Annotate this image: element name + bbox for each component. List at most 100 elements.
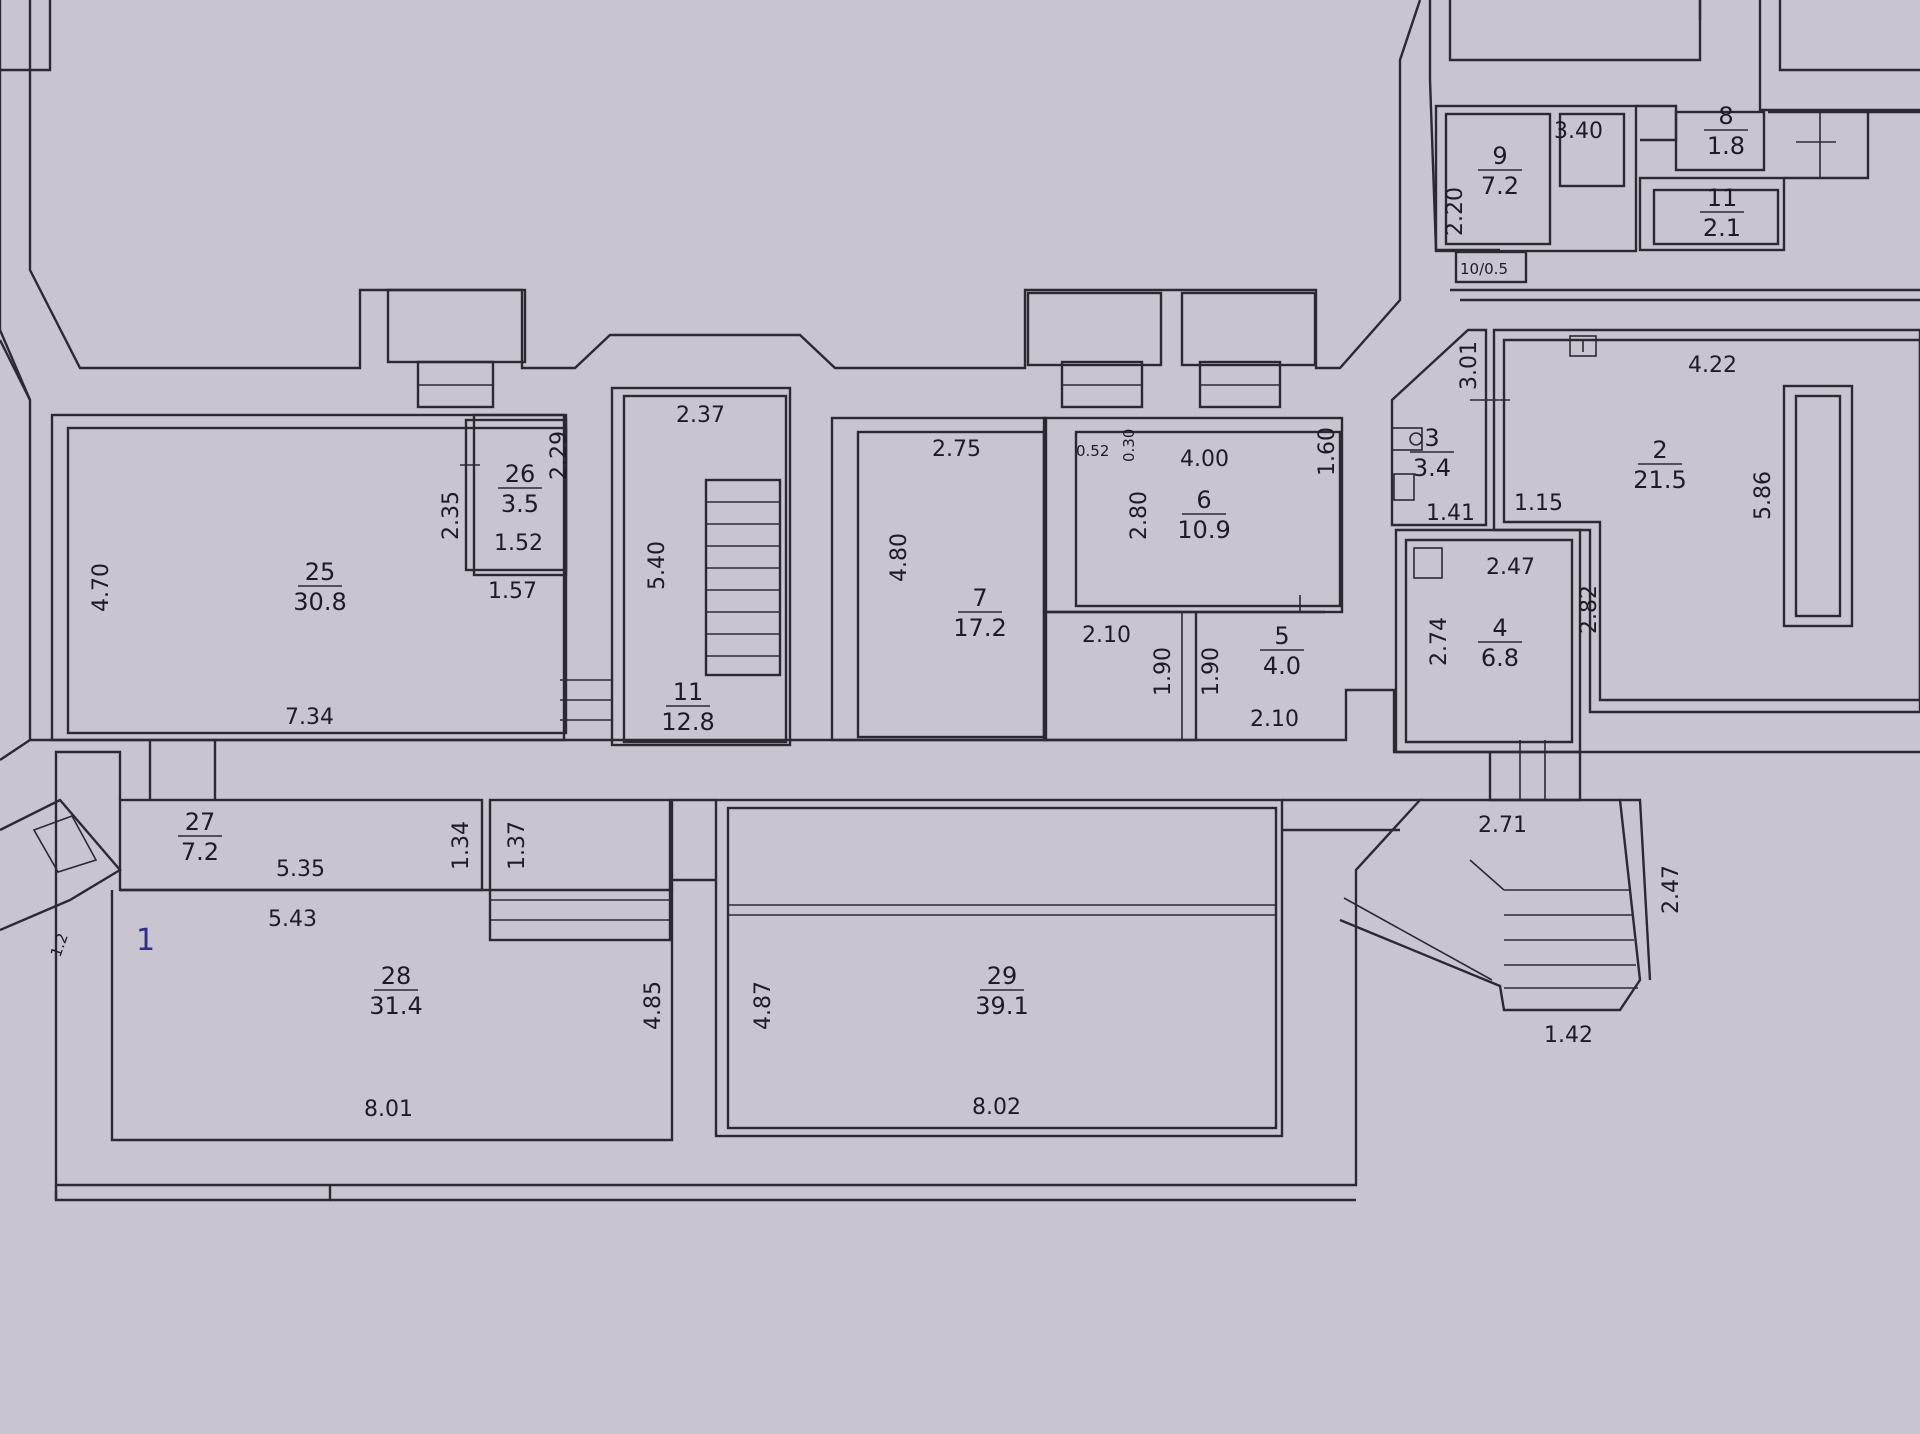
dim-1-90-b: 1.90 <box>1199 647 1224 696</box>
dim-2-10-a: 2.10 <box>1082 623 1131 648</box>
dim-1-52: 1.52 <box>494 531 543 556</box>
dim-8-02: 8.02 <box>972 1095 1021 1120</box>
dim-4-22: 4.22 <box>1688 353 1737 378</box>
room-2-label: 221.5 <box>1633 436 1686 494</box>
dim-1-42: 1.42 <box>1544 1023 1593 1048</box>
room-area: 1.8 <box>1707 132 1745 160</box>
dim-4-80: 4.80 <box>887 533 912 582</box>
dim-5-43: 5.43 <box>268 907 317 932</box>
dim-5-86: 5.86 <box>1751 471 1776 520</box>
room-area: 3.4 <box>1413 454 1451 482</box>
room-area: 39.1 <box>975 992 1028 1020</box>
shower-icon <box>1413 547 1443 579</box>
dim-2-82: 2.82 <box>1577 585 1602 634</box>
dim-2-37: 2.37 <box>676 403 725 428</box>
dim-1-34: 1.34 <box>449 821 474 870</box>
dim-4-70: 4.70 <box>89 563 114 612</box>
dimension-labels: 4.70 7.34 2.35 2.29 1.52 1.57 2.37 5.40 … <box>47 119 1776 1122</box>
dim-0-30: 0.30 <box>1120 429 1138 462</box>
room-walls <box>30 328 1920 802</box>
dim-1-90-a: 1.90 <box>1151 647 1176 696</box>
left-entrance <box>0 798 122 932</box>
room-labels: 2530.8263.51112.8717.2610.954.046.833.42… <box>178 102 1748 1020</box>
dim-2-75: 2.75 <box>932 437 981 462</box>
dim-1-41: 1.41 <box>1426 501 1475 526</box>
toilet-icon <box>1391 427 1423 451</box>
room-area: 17.2 <box>953 614 1006 642</box>
dim-1-37: 1.37 <box>505 821 530 870</box>
dim-5-40: 5.40 <box>645 541 670 590</box>
room-number: 4 <box>1492 614 1507 642</box>
dim-2-20: 2.20 <box>1443 187 1468 236</box>
room-10-label: 10/0.5 <box>1460 260 1508 278</box>
dim-7-34: 7.34 <box>285 705 334 730</box>
dim-8-01: 8.01 <box>364 1097 413 1122</box>
room-area: 6.8 <box>1481 644 1519 672</box>
dim-3-01: 3.01 <box>1457 341 1482 390</box>
dim-2-74: 2.74 <box>1427 617 1452 666</box>
dim-1-57: 1.57 <box>488 579 537 604</box>
room-number: 28 <box>381 962 412 990</box>
room-area: 10.9 <box>1177 516 1230 544</box>
dim-2-29: 2.29 <box>547 431 572 480</box>
room-number: 2 <box>1652 436 1667 464</box>
sanitary-icons <box>1391 335 1597 579</box>
room-area: 12.8 <box>661 708 714 736</box>
room-number: 7 <box>972 584 987 612</box>
window-wells <box>386 288 1317 409</box>
dim-1-15: 1.15 <box>1514 491 1563 516</box>
room-5-label: 54.0 <box>1260 622 1304 680</box>
dim-2-35: 2.35 <box>439 491 464 540</box>
room-area: 21.5 <box>1633 466 1686 494</box>
dim-4-87: 4.87 <box>751 981 776 1030</box>
room-number: 8 <box>1718 102 1733 130</box>
room-number: 25 <box>305 558 336 586</box>
meter-icon <box>1569 335 1597 357</box>
room-6-label: 610.9 <box>1177 486 1230 544</box>
dim-5-35: 5.35 <box>276 857 325 882</box>
room-number: 27 <box>185 808 216 836</box>
room-number: 29 <box>987 962 1018 990</box>
dim-2-47-a: 2.47 <box>1486 555 1535 580</box>
room-27-label: 277.2 <box>178 808 222 866</box>
room-area: 7.2 <box>181 838 219 866</box>
room-area: 3.5 <box>501 490 539 518</box>
room-number: 9 <box>1492 142 1507 170</box>
stair-treads <box>704 478 782 677</box>
room-number: 26 <box>505 460 536 488</box>
room-number: 5 <box>1274 622 1289 650</box>
room-3-label: 33.4 <box>1410 424 1454 482</box>
dim-2-71: 2.71 <box>1478 813 1527 838</box>
dim-1-60: 1.60 <box>1315 427 1340 476</box>
dim-4-85: 4.85 <box>641 981 666 1030</box>
lower-walls <box>54 740 1423 1202</box>
dim-2-80: 2.80 <box>1127 491 1152 540</box>
room-number: 11 <box>1707 184 1738 212</box>
room-number: 6 <box>1196 486 1211 514</box>
room-area: 7.2 <box>1481 172 1519 200</box>
room-area: 31.4 <box>369 992 422 1020</box>
sink-icon <box>1393 473 1415 501</box>
room-area: 30.8 <box>293 588 346 616</box>
room-area: 2.1 <box>1703 214 1741 242</box>
entrance-stair <box>1339 798 1652 1012</box>
dim-3-40: 3.40 <box>1554 119 1603 144</box>
room-area: 4.0 <box>1263 652 1301 680</box>
dim-2-47-b: 2.47 <box>1659 865 1684 914</box>
room-11-top-label: 112.1 <box>1700 184 1744 242</box>
room-7-label: 717.2 <box>953 584 1006 642</box>
dim-2-10-b: 2.10 <box>1250 707 1299 732</box>
dim-1-2: 1.2 <box>47 931 72 960</box>
dim-4-00: 4.00 <box>1180 447 1229 472</box>
room-4-label: 46.8 <box>1478 614 1522 672</box>
room-9-label: 97.2 <box>1478 142 1522 200</box>
handwritten-mark: 1 <box>136 923 155 958</box>
top-right-rooms <box>1434 104 1920 284</box>
room-8-label: 81.8 <box>1704 102 1748 160</box>
room-26-label: 263.5 <box>498 460 542 518</box>
